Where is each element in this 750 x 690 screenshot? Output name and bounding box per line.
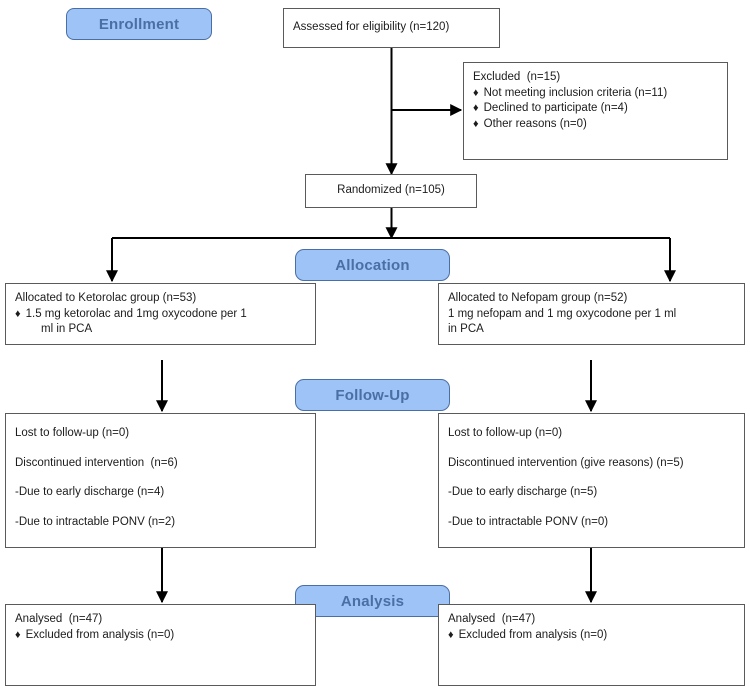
analysis-left-title: Analysed (n=47) <box>15 613 103 625</box>
box-followup-nefopam: Lost to follow-up (n=0) Discontinued int… <box>438 413 745 548</box>
excluded-item-1-label: Declined to participate (n=4) <box>483 102 628 115</box>
followup-right-line-3: -Due to intractable PONV (n=0) <box>448 515 609 528</box>
followup-right-line-1: Discontinued intervention (give reasons)… <box>448 456 684 469</box>
followup-right-line-0: Lost to follow-up (n=0) <box>448 427 563 439</box>
analysis-right-title: Analysed (n=47) <box>448 613 536 625</box>
diamond-bullet-icon: ♦ <box>448 628 454 641</box>
stage-badge-allocation-label: Allocation <box>335 256 410 274</box>
excluded-title: Excluded (n=15) <box>473 71 561 83</box>
allocation-left-detail: ♦ 1.5 mg ketorolac and 1mg oxycodone per… <box>15 307 306 323</box>
diamond-bullet-icon: ♦ <box>15 628 21 641</box>
box-analysis-nefopam: Analysed (n=47) ♦ Excluded from analysis… <box>438 604 745 686</box>
box-followup-ketorolac: Lost to follow-up (n=0) Discontinued int… <box>5 413 316 548</box>
box-allocation-nefopam: Allocated to Nefopam group (n=52) 1 mg n… <box>438 283 745 345</box>
excluded-item-2-label: Other reasons (n=0) <box>483 117 587 130</box>
analysis-right-item: ♦ Excluded from analysis (n=0) <box>448 628 735 644</box>
followup-right-line-2: -Due to early discharge (n=5) <box>448 486 598 499</box>
box-allocation-ketorolac: Allocated to Ketorolac group (n=53) ♦ 1.… <box>5 283 316 345</box>
stage-badge-enrollment: Enrollment <box>66 8 212 40</box>
box-excluded: Excluded (n=15) ♦ Not meeting inclusion … <box>463 62 728 160</box>
stage-badge-analysis-label: Analysis <box>340 592 405 610</box>
allocation-right-title: Allocated to Nefopam group (n=52) <box>448 292 628 304</box>
analysis-right-item-label: Excluded from analysis (n=0) <box>458 628 608 641</box>
box-assessed-for-eligibility: Assessed for eligibility (n=120) <box>283 8 500 48</box>
randomized-text: Randomized (n=105) <box>337 184 445 197</box>
diamond-bullet-icon: ♦ <box>15 307 21 320</box>
stage-badge-followup-label: Follow-Up <box>335 386 410 404</box>
diamond-bullet-icon: ♦ <box>473 117 479 130</box>
box-analysis-ketorolac: Analysed (n=47) ♦ Excluded from analysis… <box>5 604 316 686</box>
followup-left-line-3: -Due to intractable PONV (n=2) <box>15 515 176 528</box>
box-randomized: Randomized (n=105) <box>305 174 477 208</box>
analysis-left-item: ♦ Excluded from analysis (n=0) <box>15 628 306 644</box>
allocation-right-detail-line2: in PCA <box>448 323 484 336</box>
followup-left-line-1: Discontinued intervention (n=6) <box>15 456 178 469</box>
stage-badge-analysis: Analysis <box>295 585 450 617</box>
excluded-item-0-label: Not meeting inclusion criteria (n=11) <box>483 86 668 99</box>
stage-badge-enrollment-label: Enrollment <box>98 15 180 33</box>
excluded-item-2: ♦ Other reasons (n=0) <box>473 117 718 133</box>
allocation-left-detail-line1: 1.5 mg ketorolac and 1mg oxycodone per 1 <box>25 307 247 320</box>
excluded-item-1: ♦ Declined to participate (n=4) <box>473 101 718 117</box>
stage-badge-followup: Follow-Up <box>295 379 450 411</box>
assessed-text: Assessed for eligibility (n=120) <box>293 21 450 34</box>
followup-left-line-2: -Due to early discharge (n=4) <box>15 486 165 499</box>
diamond-bullet-icon: ♦ <box>473 102 479 115</box>
allocation-left-detail-line2: ml in PCA <box>41 323 93 336</box>
allocation-right-detail-line1: 1 mg nefopam and 1 mg oxycodone per 1 ml <box>448 307 677 320</box>
analysis-left-item-label: Excluded from analysis (n=0) <box>25 628 175 641</box>
excluded-item-0: ♦ Not meeting inclusion criteria (n=11) <box>473 86 718 102</box>
allocation-left-title: Allocated to Ketorolac group (n=53) <box>15 292 197 304</box>
diamond-bullet-icon: ♦ <box>473 86 479 99</box>
stage-badge-allocation: Allocation <box>295 249 450 281</box>
followup-left-line-0: Lost to follow-up (n=0) <box>15 427 130 439</box>
